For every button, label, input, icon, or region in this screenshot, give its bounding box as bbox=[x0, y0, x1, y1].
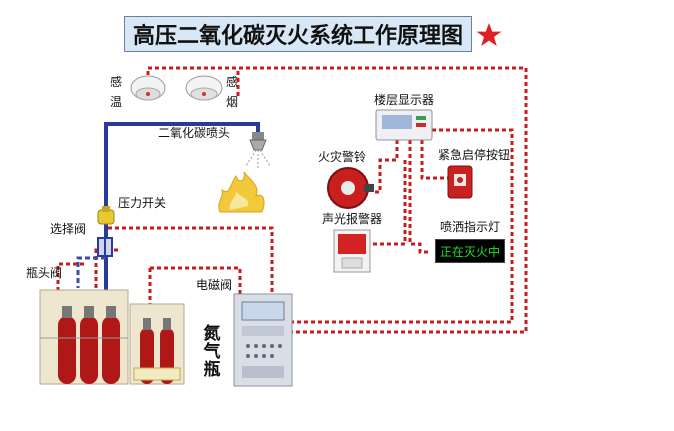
signal-lines bbox=[56, 66, 528, 334]
co2-nozzle bbox=[245, 132, 271, 170]
temp-sensor-label-1: 感 bbox=[110, 75, 123, 89]
floor-display-device bbox=[375, 109, 433, 141]
co2-nozzle-label: 二氧化碳喷头 bbox=[158, 126, 231, 140]
alarm-device bbox=[333, 229, 371, 273]
floor-display-label: 楼层显示器 bbox=[374, 93, 435, 107]
nitrogen-label-3: 瓶 bbox=[203, 360, 221, 380]
nitrogen-label-1: 氮 bbox=[203, 324, 221, 344]
nitrogen-label-2: 气 bbox=[203, 342, 221, 362]
diagram-title: 高压二氧化碳灭火系统工作原理图 bbox=[124, 16, 472, 52]
pressure-switch-label: 压力开关 bbox=[118, 196, 167, 210]
emergency-button-device bbox=[447, 165, 473, 199]
cylinder-rack bbox=[39, 289, 129, 385]
smoke-sensor-label-1: 感 bbox=[226, 75, 239, 89]
smoke-sensor bbox=[185, 75, 223, 101]
control-panel bbox=[233, 293, 293, 387]
bottle-valve-label: 瓶头阀 bbox=[26, 266, 63, 280]
nitrogen-cylinders bbox=[129, 303, 185, 385]
fire-bell-label: 火灾警铃 bbox=[318, 150, 367, 164]
sprinkler-status-indicator: 正在灭火中 bbox=[435, 239, 505, 263]
pressure-switch bbox=[97, 206, 115, 225]
sprinkler-light-label: 喷洒指示灯 bbox=[440, 220, 501, 234]
selector-valve-label: 选择阀 bbox=[50, 222, 87, 236]
solenoid-valve-label: 电磁阀 bbox=[196, 278, 233, 292]
selector-valve bbox=[97, 237, 113, 257]
temperature-sensor bbox=[130, 75, 166, 101]
fire-bell-device bbox=[327, 167, 374, 209]
emergency-button-label: 紧急启停按钮 bbox=[438, 148, 511, 162]
alarm-label: 声光报警器 bbox=[322, 212, 383, 226]
temp-sensor-label-2: 温 bbox=[110, 95, 123, 109]
fire-shape bbox=[218, 171, 265, 213]
smoke-sensor-label-2: 烟 bbox=[226, 95, 239, 109]
star-icon bbox=[476, 23, 502, 46]
